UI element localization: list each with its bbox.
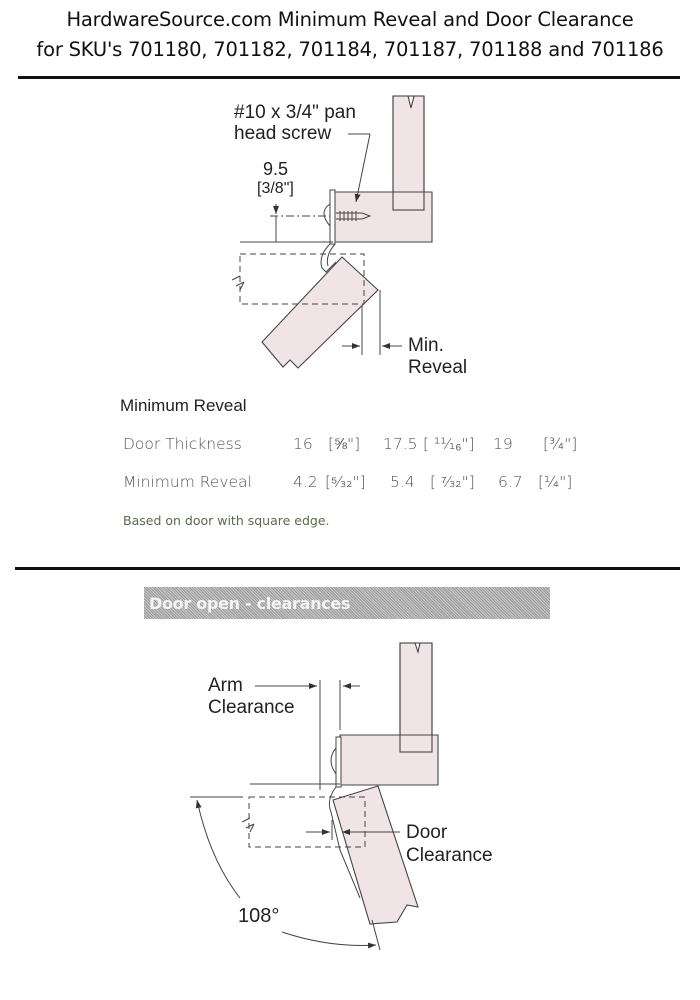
door-label-line-1: Door: [406, 822, 448, 843]
cell: [⅝"]: [328, 435, 361, 453]
reveal-label-line-1: Min.: [408, 335, 444, 356]
page-title-line-1: HardwareSource.com Minimum Reveal and Do…: [66, 8, 634, 31]
cell: [¼"]: [538, 473, 573, 491]
row-label: Minimum Reveal: [123, 473, 252, 491]
screw-label-line-1: #10 x 3/4" pan: [234, 102, 356, 123]
reveal-table-title: Minimum Reveal: [120, 396, 247, 415]
section-band: Door open - clearances: [144, 587, 550, 619]
cell: 4.2: [293, 473, 318, 491]
top-divider: [18, 76, 680, 79]
cell: [ ¹¹⁄₁₆"]: [423, 435, 475, 453]
cell: [ ⁷⁄₃₂"]: [430, 473, 475, 491]
section-divider: [15, 567, 680, 570]
arm-label-line-2: Clearance: [208, 697, 295, 718]
cell: 17.5: [383, 435, 418, 453]
screw-label-line-2: head screw: [234, 123, 332, 144]
cell: [¾"]: [543, 435, 578, 453]
angle-label: 108°: [238, 905, 280, 927]
cell: 6.7: [498, 473, 523, 491]
section-band-title: Door open - clearances: [149, 594, 351, 613]
cell: 16: [293, 435, 313, 453]
cell: [⁵⁄₃₂"]: [325, 473, 366, 491]
reveal-label-line-2: Reveal: [408, 357, 468, 378]
table-note: Based on door with square edge.: [123, 513, 330, 528]
door-label-line-2: Clearance: [406, 845, 493, 866]
arm-label-line-1: Arm: [208, 675, 243, 696]
row-label: Door Thickness: [123, 435, 242, 453]
offset-value: 9.5: [263, 159, 289, 179]
cell: 19: [493, 435, 513, 453]
cell: 5.4: [390, 473, 415, 491]
offset-inch: [3/8"]: [257, 180, 294, 197]
page-title-line-2: for SKU's 701180, 701182, 701184, 701187…: [36, 38, 664, 61]
